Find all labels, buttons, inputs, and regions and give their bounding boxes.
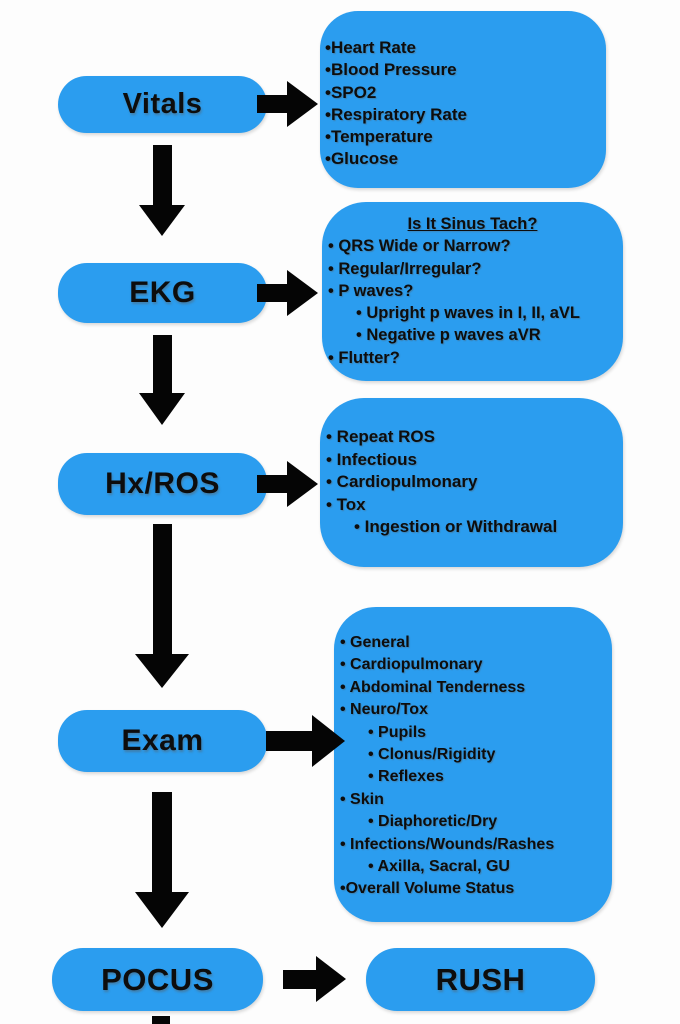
- right-arrow-icon: [257, 81, 318, 127]
- down-arrow-icon: [135, 524, 189, 688]
- down-arrow-stub-icon: [152, 1016, 170, 1024]
- exam-detail-item: • Neuro/Tox: [340, 701, 428, 719]
- arrow-stem: [152, 145, 172, 205]
- vitals-detail-item: •Glucose: [325, 149, 399, 169]
- arrow-stem: [152, 335, 172, 393]
- exam-detail-list: • General • Cardiopulmonary • Abdominal Te…: [340, 632, 608, 901]
- ekg-detail-box: Is It Sinus Tach? • QRS Wide or Narrow?•…: [322, 202, 623, 381]
- flow-node-exam: Exam: [58, 710, 267, 772]
- right-arrow-icon: [266, 715, 345, 767]
- arrow-stem: [257, 475, 287, 493]
- exam-detail-item: • Cardiopulmonary: [340, 656, 483, 674]
- flow-node-pocus-label: POCUS: [101, 961, 214, 997]
- right-arrow-icon: [257, 461, 318, 507]
- exam-detail-item: • Skin: [340, 790, 384, 808]
- exam-detail-item: • Diaphoretic/Dry: [368, 813, 498, 831]
- exam-detail-item: • Clonus/Rigidity: [368, 746, 496, 764]
- ekg-detail-item: • Negative p waves aVR: [356, 326, 541, 345]
- vitals-detail-box: •Heart Rate •Blood Pressure•SPO2•Respirat…: [320, 11, 606, 188]
- hxros-detail-box: • Repeat ROS • Infectious • Cardiopulmonar…: [320, 398, 623, 567]
- down-arrow-icon: [135, 792, 189, 928]
- exam-detail-item: • Pupils: [368, 723, 427, 741]
- vitals-detail-list: •Heart Rate •Blood Pressure•SPO2•Respirat…: [325, 37, 598, 171]
- ekg-detail-item: • Upright p waves in I, II, aVL: [356, 304, 580, 323]
- down-arrow-icon: [139, 145, 185, 236]
- exam-detail-item: • Axilla, Sacral, GU: [368, 858, 510, 876]
- arrow-head: [287, 81, 318, 127]
- arrow-stem: [283, 969, 316, 989]
- exam-detail-item: • Reflexes: [368, 768, 444, 786]
- vitals-detail-item: •Respiratory Rate: [325, 104, 468, 124]
- arrow-stem: [266, 731, 312, 751]
- arrow-stem: [257, 95, 287, 113]
- flow-node-ekg: EKG: [58, 263, 267, 323]
- exam-detail-item: • Abdominal Tenderness: [340, 678, 526, 696]
- ekg-detail-item: • P waves?: [328, 281, 414, 300]
- arrow-head: [135, 892, 189, 928]
- flow-node-ekg-label: EKG: [129, 276, 196, 309]
- hxros-detail-list: • Repeat ROS • Infectious • Cardiopulmonar…: [326, 426, 617, 539]
- vitals-detail-item: •Heart Rate: [325, 38, 416, 57]
- arrow-head: [287, 461, 318, 507]
- down-arrow-icon: [139, 335, 185, 425]
- arrow-stem: [257, 284, 287, 302]
- flow-node-rush-label: RUSH: [435, 961, 526, 997]
- vitals-detail-item: •Temperature: [325, 127, 433, 147]
- arrow-head: [139, 205, 185, 236]
- hxros-detail-item: • Ingestion or Withdrawal: [354, 517, 558, 536]
- right-arrow-icon: [257, 270, 318, 316]
- exam-detail-item: • Infections/Wounds/Rashes: [340, 835, 555, 853]
- flow-node-vitals: Vitals: [58, 76, 267, 133]
- hxros-detail-item: • Tox: [326, 494, 366, 514]
- ekg-detail-list: • QRS Wide or Narrow? • Regular/Irregular…: [328, 235, 617, 369]
- hxros-detail-item: • Repeat ROS: [326, 427, 435, 446]
- arrow-head: [139, 393, 185, 425]
- arrow-head: [287, 270, 318, 316]
- right-arrow-icon: [283, 956, 346, 1002]
- flow-node-hxros: Hx/ROS: [58, 453, 267, 515]
- flow-node-rush: RUSH: [366, 948, 595, 1011]
- ekg-detail-title: Is It Sinus Tach?: [407, 215, 538, 233]
- exam-detail-item: • General: [340, 634, 410, 651]
- ekg-detail-item: • QRS Wide or Narrow?: [328, 237, 511, 256]
- flow-node-pocus: POCUS: [52, 948, 263, 1011]
- arrow-head: [312, 715, 345, 767]
- arrow-stem: [152, 792, 172, 892]
- hxros-detail-item: • Infectious: [326, 449, 417, 469]
- vitals-detail-item: •Blood Pressure: [325, 60, 457, 80]
- ekg-detail-item: • Flutter?: [328, 348, 400, 367]
- flow-node-vitals-label: Vitals: [122, 88, 203, 120]
- ekg-detail-item: • Regular/Irregular?: [328, 259, 482, 278]
- vitals-detail-item: •SPO2: [325, 82, 377, 102]
- arrow-stem: [152, 524, 172, 654]
- arrow-head: [135, 654, 189, 688]
- exam-detail-item: •Overall Volume Status: [340, 880, 515, 898]
- flow-node-exam-label: Exam: [121, 724, 204, 757]
- exam-detail-box: • General • Cardiopulmonary • Abdominal Te…: [334, 607, 612, 922]
- arrow-head: [316, 956, 346, 1002]
- flow-node-hxros-label: Hx/ROS: [105, 467, 220, 500]
- hxros-detail-item: • Cardiopulmonary: [326, 472, 478, 491]
